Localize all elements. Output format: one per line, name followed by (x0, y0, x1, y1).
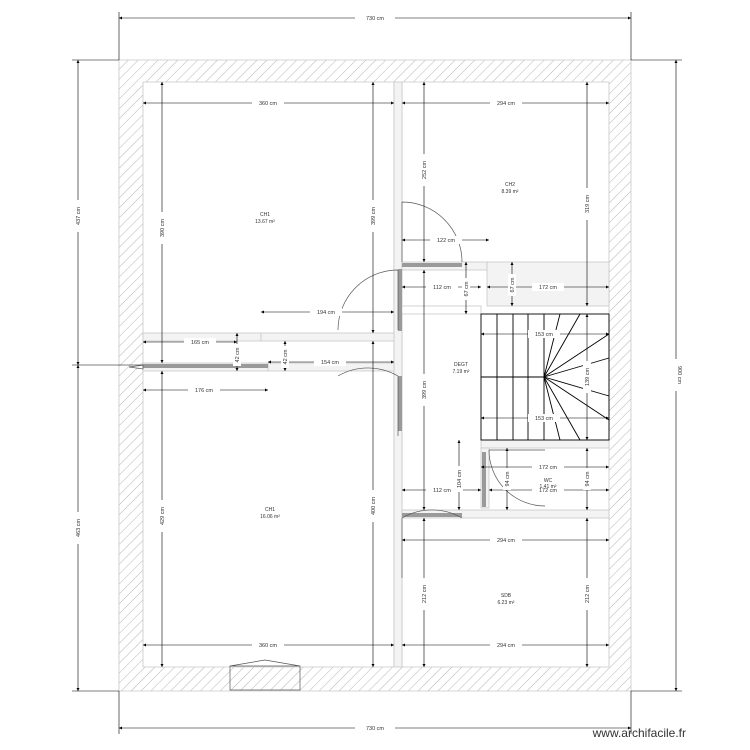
door-ch1-bottom (337, 367, 399, 436)
dim-left-437: 437 cm (76, 207, 82, 225)
door-ch1-top (337, 269, 399, 331)
room-degt-name: DEGT (454, 362, 468, 368)
dim-stair-153-bottom: 153 cm (535, 416, 553, 422)
dim-small-42a: 42 cm (235, 347, 241, 362)
dim-hall-154: 154 cm (321, 360, 339, 366)
room-ch1-top-area: 13.67 m² (255, 219, 275, 225)
dim-ch2-319: 319 cm (585, 195, 591, 213)
door-sdb (401, 509, 463, 578)
room-ch1-top-name: CH1 (260, 212, 270, 218)
dim-wc-172-top: 172 cm (539, 465, 557, 471)
dim-degt-112-top: 112 cm (433, 285, 451, 291)
dim-wc-172-bottom: 172 cm (539, 488, 557, 494)
dim-hall-194: 194 cm (317, 310, 335, 316)
room-ch1-bottom-area: 16.06 m² (260, 514, 280, 520)
partitions (143, 263, 486, 517)
dim-wc-104: 104 cm (457, 470, 463, 488)
dim-stair-139: 139 cm (585, 368, 591, 386)
interior-walls (142, 81, 610, 668)
room-labels: CH1 13.67 m² CH1 16.06 m² CH2 8.39 m² DE… (255, 182, 557, 606)
dim-ch2-width: 294 cm (497, 101, 515, 107)
dim-ch1-390: 390 cm (160, 219, 166, 237)
dim-wc-94b: 94 cm (585, 471, 591, 486)
dim-degt-112-bottom: 112 cm (433, 488, 451, 494)
dim-ch1-165: 165 cm (191, 340, 209, 346)
dim-ch1-176: 176 cm (195, 388, 213, 394)
dim-degt-67a: 67 cm (464, 281, 470, 296)
room-wc-name: WC (544, 478, 553, 484)
dimension-labels-vertical: 437 cm 463 cm 900 cm 390 cm 399 cm 429 c… (74, 154, 682, 610)
dim-small-42b: 42 cm (283, 349, 289, 364)
dim-ch2-122: 122 cm (437, 238, 455, 244)
dim-degt-67b: 67 cm (510, 277, 516, 292)
door-left (128, 364, 144, 370)
dim-ch2-252: 252 cm (422, 161, 428, 179)
door-ch2 (401, 201, 463, 263)
room-sdb-area: 6.23 m² (498, 600, 515, 606)
room-sdb-name: SDB (501, 593, 512, 599)
dim-sdb-212-right: 212 cm (585, 585, 591, 603)
room-degt-area: 7.19 m² (453, 369, 470, 375)
dimension-labels: 730 cm 730 cm 360 cm 360 cm 294 cm 294 c… (184, 14, 564, 732)
dim-stair-153-top: 153 cm (535, 332, 553, 338)
room-ch1-bottom-name: CH1 (265, 507, 275, 513)
dim-ch1-width-top: 360 cm (259, 101, 277, 107)
room-ch2-area: 8.39 m² (502, 189, 519, 195)
exterior-walls (118, 59, 632, 692)
dim-left-463: 463 cm (76, 519, 82, 537)
dim-total-width-bottom: 730 cm (366, 726, 384, 732)
room-ch2-name: CH2 (505, 182, 515, 188)
dim-degt-399: 399 cm (422, 381, 428, 399)
dim-total-width-top: 730 cm (366, 16, 384, 22)
door-front (229, 659, 301, 691)
dim-sdb-212-left: 212 cm (422, 585, 428, 603)
dim-ch1-429: 429 cm (160, 507, 166, 525)
door-wc (488, 449, 546, 507)
watermark: www.archifacile.fr (592, 726, 686, 740)
dim-stair-172: 172 cm (539, 285, 557, 291)
dim-wc-94a: 94 cm (505, 471, 511, 486)
dim-sdb-width-bottom: 294 cm (497, 643, 515, 649)
doors (128, 201, 546, 691)
dim-ch1-399: 399 cm (371, 207, 377, 225)
dim-right-900: 900 cm (676, 366, 682, 384)
dim-ch1-400: 400 cm (371, 497, 377, 515)
dim-sdb-width-top: 294 cm (497, 538, 515, 544)
dim-ch1-width-bottom: 360 cm (259, 643, 277, 649)
room-wc-area: 1.41 m² (540, 484, 557, 490)
